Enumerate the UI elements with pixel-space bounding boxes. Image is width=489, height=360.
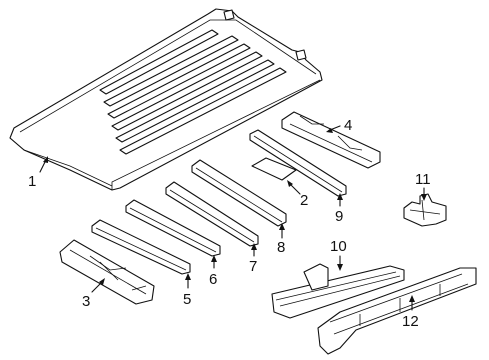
roof-bow-8 xyxy=(191,159,287,227)
callout-5: 5 xyxy=(183,291,191,308)
roof-bow-6 xyxy=(125,199,221,257)
roof-pad xyxy=(251,157,297,181)
rear-header xyxy=(281,111,381,169)
callout-11: 11 xyxy=(415,171,431,188)
callout-2: 2 xyxy=(300,192,308,209)
corner-bracket xyxy=(403,193,447,227)
callout-3: 3 xyxy=(82,293,90,310)
front-header xyxy=(59,239,155,305)
callout-6: 6 xyxy=(209,271,217,288)
roof-bow-7 xyxy=(165,181,259,247)
callout-1: 1 xyxy=(28,173,36,190)
callout-4: 4 xyxy=(344,117,352,134)
roof-bow-9 xyxy=(249,129,347,197)
callout-10: 10 xyxy=(330,238,347,255)
callout-7: 7 xyxy=(249,258,257,275)
leader-lines xyxy=(39,125,427,311)
side-rail-inner xyxy=(271,263,405,319)
callout-8: 8 xyxy=(277,239,285,256)
side-rail-outer xyxy=(317,267,477,355)
callout-9: 9 xyxy=(335,208,343,225)
roof-panel xyxy=(9,8,323,191)
roof-bow-5 xyxy=(91,219,191,275)
callout-12: 12 xyxy=(402,313,419,330)
